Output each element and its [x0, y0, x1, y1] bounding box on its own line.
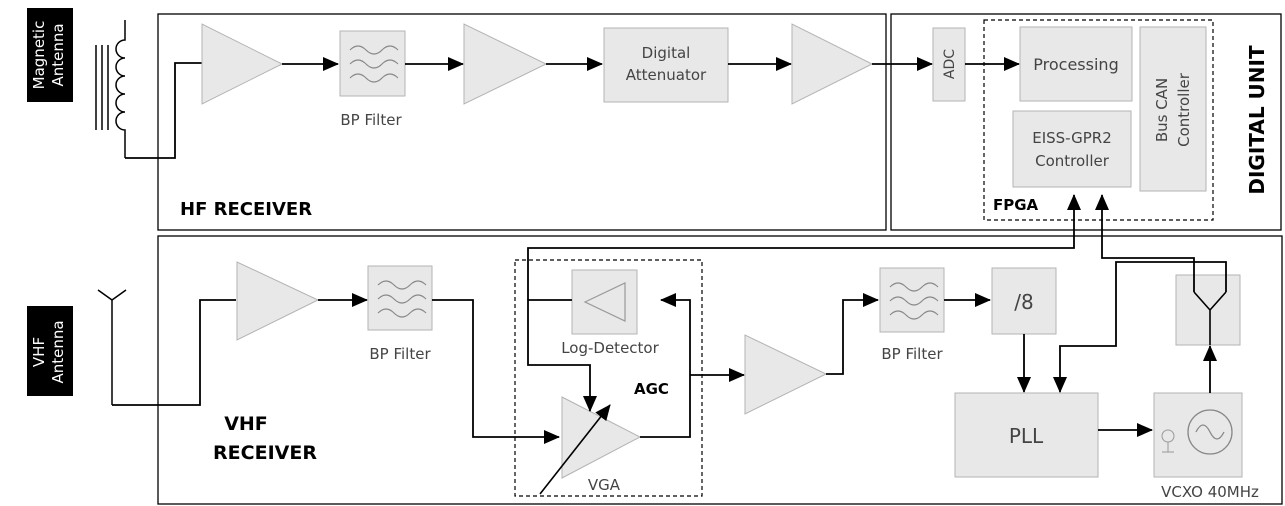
splitter-to-eiss-wire [1095, 194, 1195, 292]
digital-unit-title: DIGITAL UNIT [1245, 45, 1269, 195]
filter-to-vga-wire [432, 299, 560, 444]
fpga-frame [983, 19, 1214, 221]
vhf-wire-2 [826, 293, 879, 375]
vga-label: VGA [588, 476, 621, 494]
digital-unit-frame [890, 13, 1282, 231]
magnetic-antenna-text-1: Magnetic [30, 21, 48, 90]
log-detector-label: Log-Detector [561, 339, 659, 357]
eiss-controller-block [1012, 110, 1132, 188]
vcxo-block [1153, 392, 1243, 478]
fpga-label: FPGA [993, 196, 1039, 214]
vga-gain-arrow [539, 404, 611, 495]
bus-can-label-1: Bus CAN [1153, 78, 1171, 142]
hf-amplifier-3 [791, 23, 874, 105]
processing-label: Processing [1033, 55, 1118, 74]
vhf-bp-filter-2-label: BP Filter [881, 345, 943, 363]
hf-receiver-frame [157, 13, 887, 231]
vhf-input-wire [112, 299, 236, 406]
vhf-receiver-title-1: VHF [224, 413, 268, 435]
vhf-bp-filter-2-icon [879, 267, 945, 333]
vhf-antenna-text-2: Antenna [49, 320, 67, 383]
pll-label: PLL [1009, 424, 1044, 448]
hf-bp-filter-icon [339, 30, 406, 97]
vga-amplifier [561, 396, 642, 479]
vhf-bp-filter-1-label: BP Filter [369, 345, 431, 363]
bus-can-label-2: Controller [1175, 72, 1193, 147]
adc-block [932, 27, 966, 102]
processing-block [1019, 26, 1133, 102]
detector-to-vga-wire [527, 299, 597, 412]
bus-can-controller-block [1139, 26, 1207, 192]
magnetic-antenna-text-2: Antenna [49, 23, 67, 86]
vga-to-detector-wire [640, 293, 691, 438]
magnetic-antenna-icon [95, 20, 126, 158]
agc-to-eiss-wire [527, 194, 1081, 300]
hf-input-wire [125, 62, 202, 159]
vhf-antenna-label: VHF Antenna [27, 306, 73, 396]
divider-label: /8 [1014, 290, 1033, 314]
digital-attenuator [603, 27, 729, 103]
vhf-receiver-frame [157, 235, 1283, 505]
hf-amplifier-1 [201, 23, 284, 105]
adc-label: ADC [942, 49, 958, 79]
hf-receiver-title: HF RECEIVER [180, 199, 312, 220]
splitter-block [1175, 274, 1241, 346]
vcxo-label: VCXO 40MHz [1161, 483, 1259, 501]
vhf-receiver-title-2: RECEIVER [213, 442, 317, 464]
agc-label: AGC [634, 380, 669, 398]
divider-block [991, 267, 1057, 335]
log-detector-block [571, 269, 638, 335]
vhf-antenna-text-1: VHF [30, 337, 48, 367]
eiss-label-1: EISS-GPR2 [1032, 129, 1112, 147]
splitter-to-pll-wire [1053, 261, 1227, 393]
vhf-bp-filter-1-icon [367, 265, 433, 331]
digital-attenuator-label-1: Digital [642, 44, 691, 62]
vhf-amplifier-1 [236, 261, 320, 341]
pll-block [954, 392, 1099, 478]
hf-bp-filter-label: BP Filter [340, 111, 402, 129]
magnetic-antenna-label: Magnetic Antenna [27, 8, 73, 102]
agc-frame [514, 259, 703, 497]
vhf-amplifier-2 [744, 334, 828, 415]
eiss-label-2: Controller [1035, 152, 1110, 170]
digital-attenuator-label-2: Attenuator [626, 66, 707, 84]
vhf-antenna-icon [97, 289, 127, 405]
hf-amplifier-2 [463, 23, 548, 105]
